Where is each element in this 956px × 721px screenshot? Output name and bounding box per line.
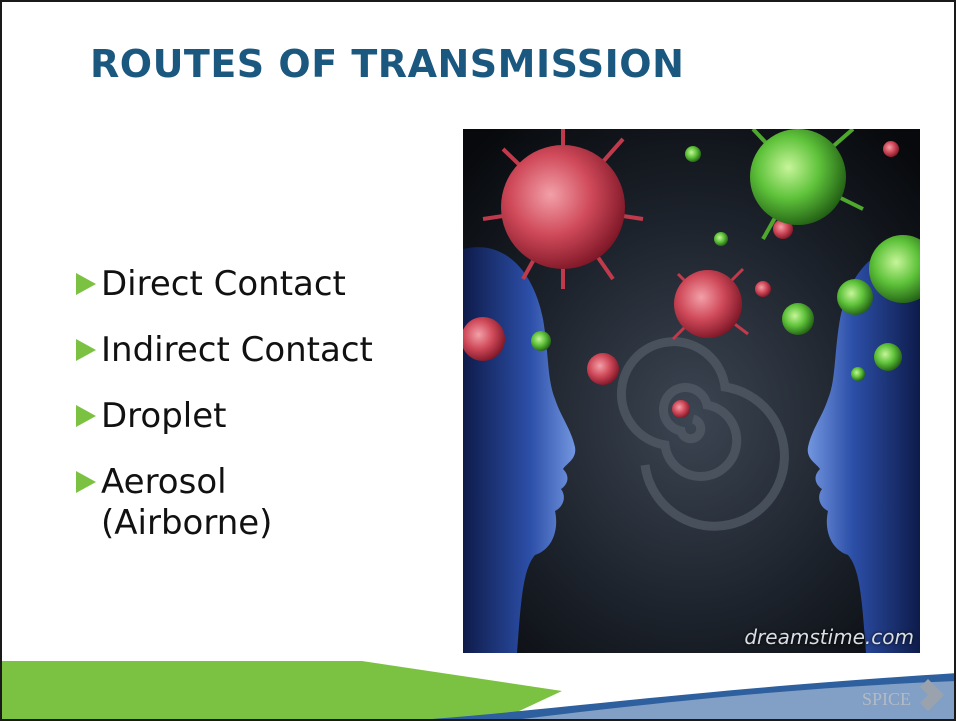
bullet-item: Aerosol (Airborne) <box>76 462 373 544</box>
svg-text:SPICE: SPICE <box>862 689 911 709</box>
bullet-text: Indirect Contact <box>101 330 373 370</box>
bullet-item: Indirect Contact <box>76 330 373 371</box>
bullet-list: Direct Contact Indirect Contact Droplet … <box>76 264 373 544</box>
slide-title: ROUTES OF TRANSMISSION <box>90 42 685 86</box>
triangle-bullet-icon <box>76 339 96 361</box>
footer-swoosh <box>2 661 954 719</box>
triangle-bullet-icon <box>76 273 96 295</box>
bullet-text: Droplet <box>101 396 227 436</box>
bullet-item: Droplet <box>76 396 373 437</box>
bullet-item: Direct Contact <box>76 264 373 305</box>
triangle-bullet-icon <box>76 471 96 493</box>
spice-logo: SPICE <box>858 675 948 715</box>
bullet-text: Direct Contact <box>101 264 346 304</box>
image-watermark: dreamstime.com <box>744 625 914 649</box>
bullet-text: Aerosol (Airborne) <box>101 462 273 543</box>
virus-transmission-image: dreamstime.com <box>463 129 920 653</box>
triangle-bullet-icon <box>76 405 96 427</box>
